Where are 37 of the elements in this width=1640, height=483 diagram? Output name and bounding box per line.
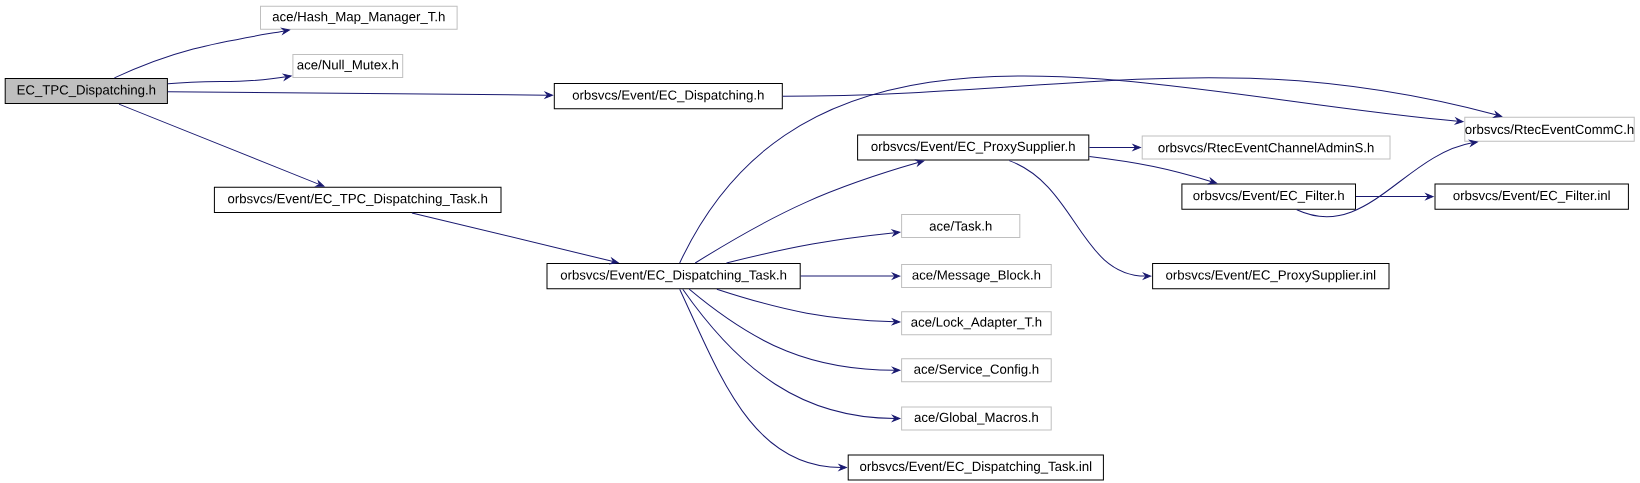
file-box: ace/Message_Block.h bbox=[901, 264, 1052, 289]
arrow bbox=[1088, 144, 1141, 151]
arrow bbox=[1088, 156, 1218, 185]
arrow bbox=[716, 288, 901, 326]
file-box: orbsvcs/Event/EC_ProxySupplier.inl bbox=[1152, 263, 1390, 290]
arrow bbox=[694, 159, 925, 264]
arrow bbox=[725, 229, 901, 264]
arrow bbox=[688, 288, 901, 374]
file-box: orbsvcs/RtecEventCommC.h bbox=[1464, 116, 1635, 142]
arrow bbox=[800, 272, 901, 280]
file-box: ace/Task.h bbox=[901, 213, 1021, 238]
arrow bbox=[1355, 193, 1434, 200]
file-box: ace/Hash_Map_Manager_T.h bbox=[260, 5, 458, 30]
file-box: orbsvcs/Event/EC_Filter.h bbox=[1181, 183, 1356, 210]
arrow bbox=[167, 73, 292, 85]
file-box: EC_TPC_Dispatching.h bbox=[4, 77, 168, 105]
arrow bbox=[411, 212, 619, 265]
file-box: orbsvcs/Event/EC_Filter.inl bbox=[1434, 183, 1629, 210]
arrow bbox=[118, 103, 325, 187]
file-box: orbsvcs/RtecEventChannelAdminS.h bbox=[1141, 135, 1391, 160]
file-box: ace/Service_Config.h bbox=[901, 358, 1052, 383]
file-box: orbsvcs/Event/EC_Dispatching_Task.inl bbox=[847, 454, 1104, 481]
file-box: orbsvcs/Event/EC_ProxySupplier.h bbox=[857, 134, 1090, 161]
file-box: orbsvcs/Event/EC_Dispatching_Task.h bbox=[546, 263, 801, 290]
arrow bbox=[113, 27, 290, 79]
arrow bbox=[679, 288, 847, 471]
arrow bbox=[1008, 160, 1152, 280]
arrow bbox=[1296, 139, 1478, 218]
file-box: ace/Lock_Adapter_T.h bbox=[901, 311, 1052, 336]
file-box: ace/Global_Macros.h bbox=[901, 406, 1052, 431]
file-box: orbsvcs/Event/EC_Dispatching.h bbox=[553, 83, 783, 110]
file-box: orbsvcs/Event/EC_TPC_Dispatching_Task.h bbox=[213, 186, 502, 213]
arrow bbox=[679, 75, 1464, 264]
arrow bbox=[682, 288, 901, 422]
arrow bbox=[167, 91, 553, 99]
file-box: ace/Null_Mutex.h bbox=[292, 53, 404, 78]
arrow bbox=[782, 77, 1503, 118]
